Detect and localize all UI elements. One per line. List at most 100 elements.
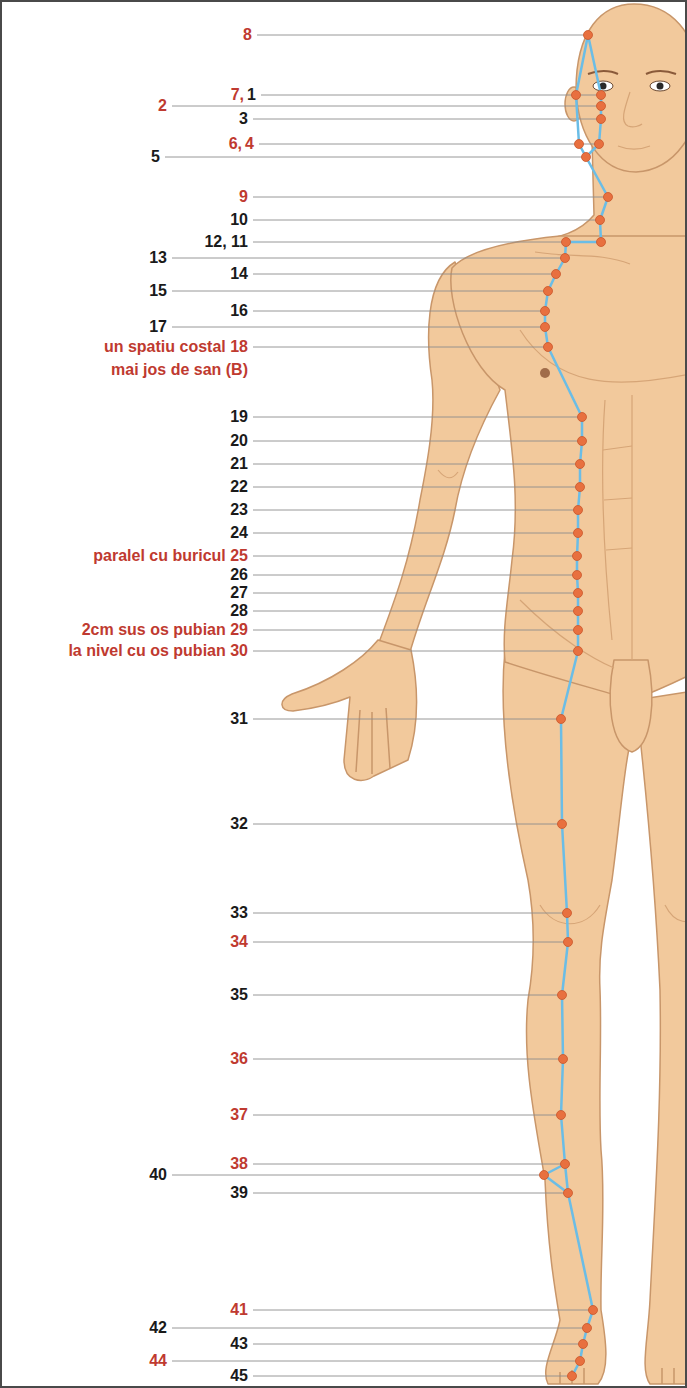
callout-number: 27 xyxy=(230,583,248,603)
acupoint xyxy=(540,1171,549,1180)
abdomen-line xyxy=(603,395,632,660)
acupoint xyxy=(596,216,605,225)
eyebrow xyxy=(588,71,676,74)
acupoint xyxy=(574,626,583,635)
leader-line xyxy=(172,1328,587,1329)
callout-number: 22 xyxy=(230,477,248,497)
body-figure xyxy=(282,4,687,1384)
callout-number: 8 xyxy=(243,25,252,45)
leader-line xyxy=(253,487,580,488)
toe-line xyxy=(560,1368,674,1384)
acupoint xyxy=(597,238,606,247)
acupoint xyxy=(578,413,587,422)
abdomen-line xyxy=(603,446,632,550)
leader-line xyxy=(257,35,588,36)
callout-number: 38 xyxy=(230,1154,248,1174)
callout-number: 23 xyxy=(230,500,248,520)
callout-number: 31 xyxy=(230,709,248,729)
hand xyxy=(282,640,417,780)
leader-line xyxy=(253,651,578,652)
acupoint xyxy=(597,115,606,124)
callout-number: 39 xyxy=(230,1183,248,1203)
callout-number: 40 xyxy=(149,1165,167,1185)
callout-number: 35 xyxy=(230,985,248,1005)
acupoint xyxy=(576,483,585,492)
callout-number: 17 xyxy=(149,317,167,337)
leader-line xyxy=(253,1115,561,1116)
callout-number: 36 xyxy=(230,1049,248,1069)
leader-line xyxy=(172,106,601,107)
eye xyxy=(650,81,670,91)
leader-line xyxy=(261,95,601,96)
leader-line xyxy=(253,593,578,594)
acupoint xyxy=(578,437,587,446)
acupoint xyxy=(558,820,567,829)
leader-line xyxy=(253,347,548,348)
callout-number: 28 xyxy=(230,601,248,621)
callout-number: 7, xyxy=(231,85,244,105)
leader-line xyxy=(253,1376,572,1377)
callout-number: 19 xyxy=(230,407,248,427)
callout-number: 34 xyxy=(230,932,248,952)
head xyxy=(576,4,687,172)
acupoint xyxy=(584,31,593,40)
callout-number: 4 xyxy=(245,134,254,154)
leader-line xyxy=(253,611,578,612)
eye xyxy=(593,81,613,91)
elbow-line xyxy=(438,470,458,478)
acupoint xyxy=(579,1340,588,1349)
leader-line xyxy=(253,274,556,275)
acupoint xyxy=(597,102,606,111)
acupoint xyxy=(583,1324,592,1333)
leader-line xyxy=(253,913,567,914)
leader-line xyxy=(253,197,608,198)
callout-number: 15 xyxy=(149,281,167,301)
leader-line xyxy=(253,995,562,996)
leader-line xyxy=(253,417,582,418)
acupoint xyxy=(568,1372,577,1381)
acupoint xyxy=(589,1306,598,1315)
acupoint xyxy=(576,1357,585,1366)
acupoints xyxy=(540,31,613,1381)
leader-line xyxy=(259,144,599,145)
acupoint xyxy=(561,1160,570,1169)
callout-number: 6, xyxy=(229,134,242,154)
callout-number: 10 xyxy=(230,210,248,230)
leader-line xyxy=(253,220,600,221)
acupoint xyxy=(564,938,573,947)
point-note: la nivel cu os pubian 30 xyxy=(68,641,248,661)
point-note: 2cm sus os pubian 29 xyxy=(82,620,248,640)
acupoint xyxy=(573,552,582,561)
leader-line xyxy=(253,510,578,511)
callout-number: 12, 11 xyxy=(204,232,248,252)
callout-number: 45 xyxy=(230,1366,248,1386)
acupoint xyxy=(541,323,550,332)
leader-line xyxy=(253,119,601,120)
callout-number: 33 xyxy=(230,903,248,923)
acupoint xyxy=(552,270,561,279)
leader-line xyxy=(253,719,561,720)
callout-number: 1 xyxy=(247,85,256,105)
acupoint xyxy=(574,607,583,616)
callout-number: 13 xyxy=(149,248,167,268)
leader-line xyxy=(253,242,601,243)
leg xyxy=(636,690,687,1384)
nose xyxy=(624,92,642,127)
leader-line xyxy=(172,1361,580,1362)
leader-line xyxy=(253,441,582,442)
callout-number: 5 xyxy=(151,147,160,167)
leader-line xyxy=(253,824,562,825)
leader-line xyxy=(253,942,568,943)
acupoint xyxy=(544,287,553,296)
finger-line xyxy=(356,708,390,774)
acupoint xyxy=(597,91,606,100)
point-note: un spatiu costal 18 xyxy=(104,337,248,357)
hip-line xyxy=(520,600,614,668)
acupoint xyxy=(574,506,583,515)
acupoint xyxy=(572,91,581,100)
leader-line xyxy=(253,464,580,465)
leader-line xyxy=(165,157,586,158)
meridian-line xyxy=(544,35,608,1376)
leader-line xyxy=(253,575,577,576)
